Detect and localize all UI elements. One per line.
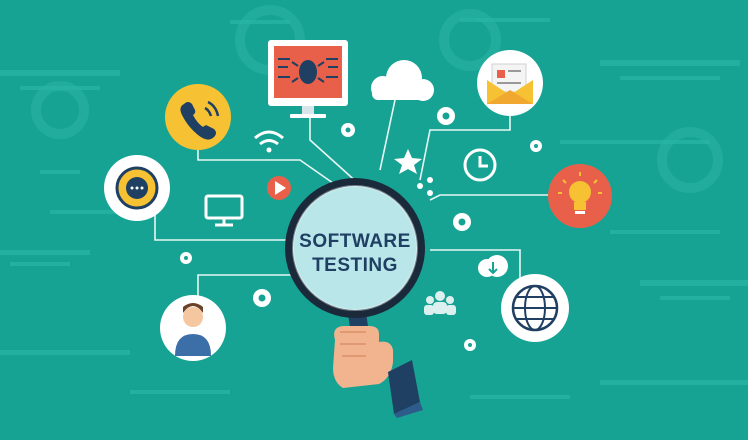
wifi-icon [254, 130, 284, 153]
circuit-background [0, 18, 748, 399]
clock-icon [463, 148, 497, 182]
email-icon [477, 50, 543, 116]
share-icon [417, 177, 433, 196]
bug-monitor-icon [268, 40, 348, 118]
download-icon [478, 255, 508, 277]
lightbulb-icon [548, 164, 612, 228]
globe-icon [501, 274, 569, 342]
star-icon [394, 149, 422, 174]
team-icon [424, 291, 456, 315]
user-icon [160, 295, 226, 361]
cloud-icon [371, 60, 434, 101]
settings-chat-icon [104, 155, 170, 221]
phone-icon [165, 84, 231, 150]
monitor-icon [204, 194, 244, 227]
play-icon [267, 176, 291, 200]
lens-title: SOFTWARE TESTING [290, 230, 420, 278]
title-line-2: TESTING [312, 255, 398, 276]
hand-icon [333, 326, 423, 418]
title-line-1: SOFTWARE [299, 231, 411, 252]
